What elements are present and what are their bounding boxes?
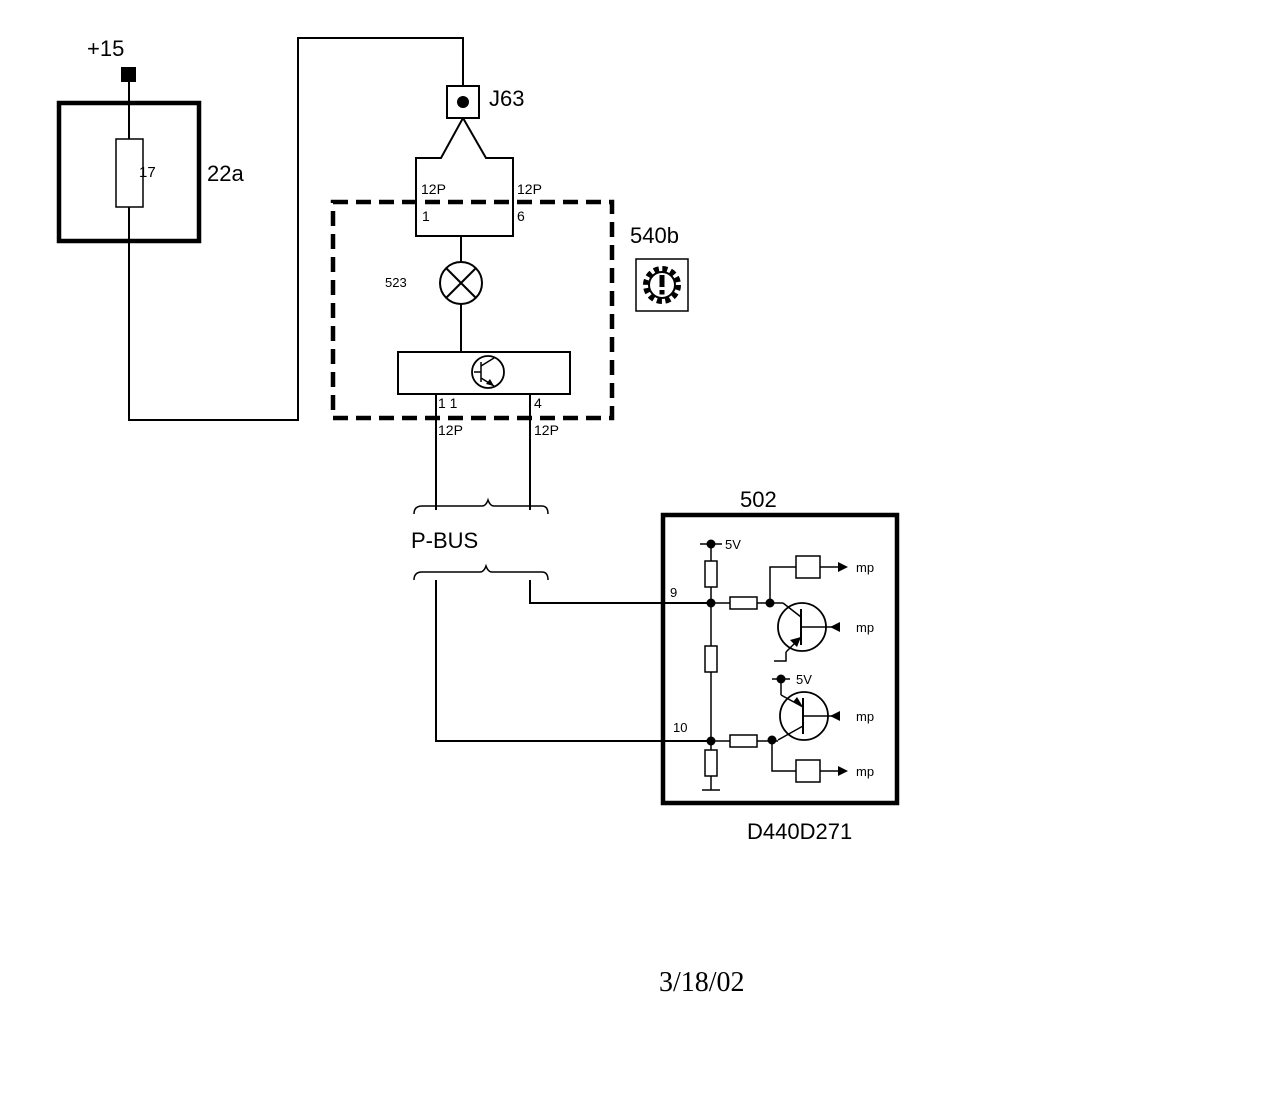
pin-4-label: 4 <box>534 395 542 411</box>
drawing-date: 3/18/02 <box>659 967 745 998</box>
lamp-icon <box>439 261 483 305</box>
pin-12p-right-bottom: 12P <box>534 422 559 438</box>
supply-label: +15 <box>87 36 124 61</box>
bus-label: P-BUS <box>411 528 478 553</box>
pin-10-label: 10 <box>673 720 687 735</box>
fuse-17 <box>115 138 144 208</box>
mp-label-1: mp <box>856 560 874 575</box>
warning-gear-icon <box>635 258 689 312</box>
fuse-number: 17 <box>139 164 156 181</box>
pin-9-label: 9 <box>670 585 677 600</box>
pin-12p-left-top: 12P <box>421 181 446 197</box>
pin-12p-right-top: 12P <box>517 181 542 197</box>
bus-brace-bottom <box>413 563 549 581</box>
drawing-code: D440D271 <box>747 819 852 844</box>
pin-12p-left-bottom: 12P <box>438 422 463 438</box>
unit-label: 540b <box>630 223 679 248</box>
transistor-upper-icon <box>777 602 827 653</box>
lamp-label: 523 <box>385 275 407 290</box>
pin-1-label: 1 <box>422 208 430 224</box>
connector-label: J63 <box>489 86 524 111</box>
supply-terminal: +15 <box>87 36 136 82</box>
ecu-502 <box>660 512 900 806</box>
unit-540b-boundary <box>330 199 615 421</box>
v5-bottom-label: 5V <box>796 672 812 687</box>
supply-wire <box>128 37 464 421</box>
transistor-lower-icon <box>777 691 829 741</box>
bus-brace-top <box>413 497 549 515</box>
mp-label-2: mp <box>856 620 874 635</box>
pin-6-label: 6 <box>517 208 525 224</box>
v5-top-label: 5V <box>725 537 741 552</box>
mp-label-3: mp <box>856 709 874 724</box>
mp-label-4: mp <box>856 764 874 779</box>
ecu-label: 502 <box>740 487 777 512</box>
pin-11-label: 1 1 <box>438 395 458 411</box>
fuse-box-label: 22a <box>207 161 244 186</box>
transistor-icon <box>471 355 505 389</box>
